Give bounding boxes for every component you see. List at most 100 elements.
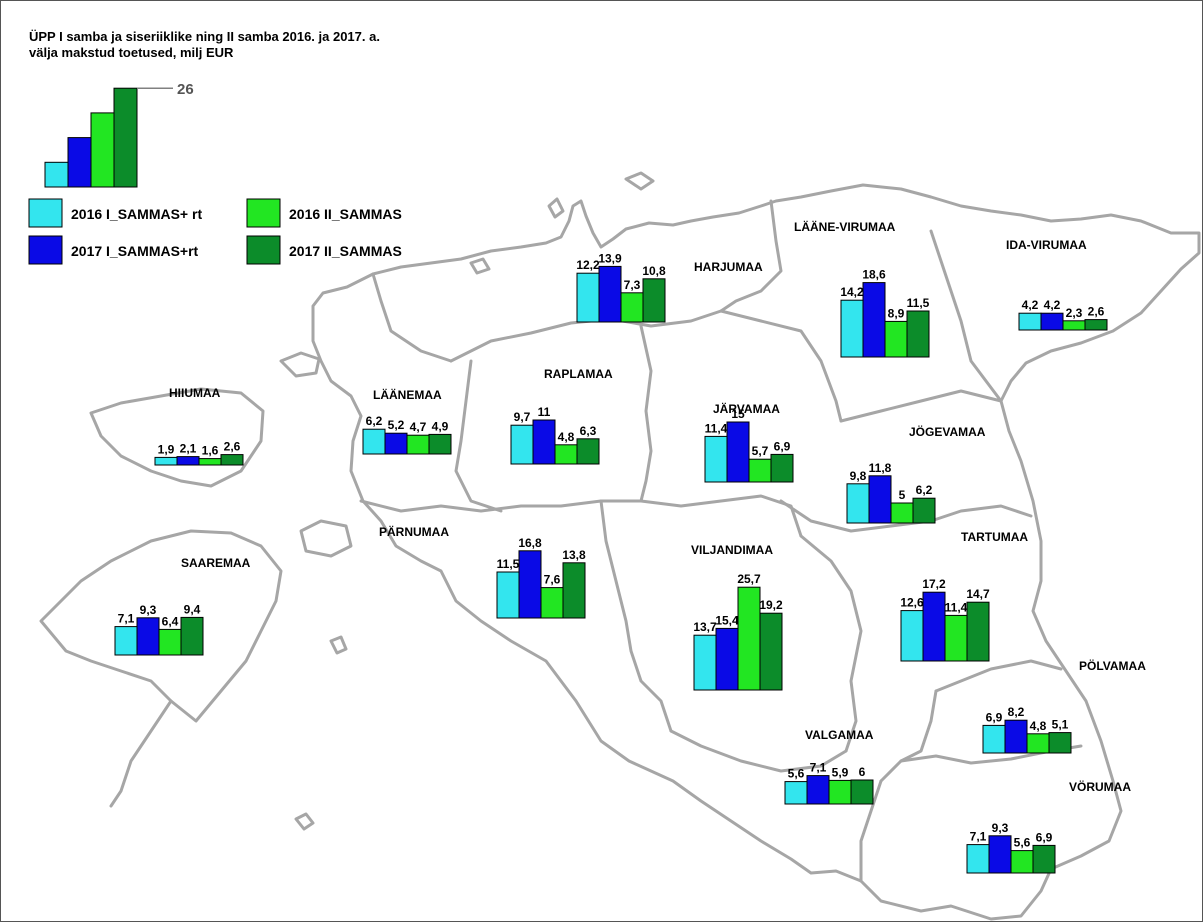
- bar: [562, 562, 586, 619]
- bar: [944, 614, 968, 662]
- bar: [868, 475, 892, 524]
- data-label: 9,8: [850, 469, 867, 483]
- border-parnu-rapla: [359, 499, 643, 513]
- bar: [576, 272, 600, 323]
- bar: [576, 438, 600, 465]
- island-prangli: [624, 171, 655, 191]
- bar: [384, 432, 408, 455]
- hiiumaa-outline: [89, 387, 265, 488]
- legend-swatch: [28, 235, 63, 265]
- scale-bar: [44, 161, 69, 188]
- data-label: 7,1: [810, 761, 827, 775]
- data-label: 11,5: [497, 557, 520, 571]
- data-label: 4,8: [1030, 719, 1047, 733]
- saaremaa-outline: [39, 529, 283, 723]
- data-label: 9,7: [514, 410, 531, 424]
- data-label: 8,9: [888, 306, 905, 320]
- bar: [198, 458, 222, 466]
- bar: [220, 454, 244, 466]
- bar: [806, 775, 830, 805]
- data-label: 13,9: [598, 251, 622, 265]
- border-valga-viljandi: [669, 729, 848, 773]
- data-label: 11: [538, 405, 551, 419]
- data-label: 10,8: [642, 264, 666, 278]
- figure-title: ÜPP I samba ja siseriiklike ning II samb…: [29, 29, 380, 61]
- bar: [1004, 719, 1028, 754]
- bar: [704, 435, 728, 483]
- data-label: 4,9: [432, 419, 449, 433]
- data-label: 4,7: [410, 420, 427, 434]
- data-label: 8,2: [1008, 705, 1025, 719]
- data-label: 2,6: [224, 440, 241, 454]
- data-label: 11,8: [869, 461, 892, 475]
- border-rapla-laane: [454, 359, 503, 513]
- data-label: 16,8: [518, 536, 542, 550]
- data-label: 19,2: [759, 598, 783, 612]
- border-harju-laanevir: [719, 199, 783, 313]
- title-line-1: ÜPP I samba ja siseriiklike ning II samb…: [29, 29, 380, 44]
- bar: [840, 299, 864, 358]
- bar: [1018, 312, 1042, 331]
- data-label: 11,5: [907, 296, 930, 310]
- border-tartu-polva: [934, 659, 1063, 693]
- island-naissaar: [547, 197, 565, 219]
- data-label: 5,1: [1052, 718, 1069, 732]
- data-label: 13,7: [693, 620, 717, 634]
- data-label: 2,6: [1088, 305, 1105, 319]
- border-valga-voru: [859, 779, 883, 883]
- data-label: 1,9: [158, 442, 175, 456]
- legend-label: 2016 I_SAMMAS+ rt: [71, 206, 202, 222]
- bar: [510, 424, 534, 465]
- legend-swatch: [246, 235, 281, 265]
- data-label: 15: [731, 407, 745, 421]
- county-label: JÖGEVAMAA: [909, 424, 986, 439]
- bar: [982, 724, 1006, 754]
- data-label: 5,9: [832, 765, 849, 779]
- data-label: 9,3: [140, 603, 157, 617]
- data-label: 6,4: [162, 614, 179, 628]
- bar: [406, 434, 430, 455]
- bar: [1062, 320, 1086, 331]
- bar: [862, 282, 886, 358]
- bar: [784, 781, 808, 805]
- bar: [906, 310, 930, 358]
- bar: [136, 617, 160, 656]
- title-line-2: välja makstud toetused, milj EUR: [29, 45, 234, 60]
- data-label: 17,2: [922, 577, 946, 591]
- border-rapla-jarva: [639, 324, 653, 503]
- county-label: VÖRUMAA: [1069, 779, 1131, 794]
- data-label: 12,6: [900, 596, 924, 610]
- bar: [846, 483, 870, 524]
- bar: [922, 591, 946, 662]
- county-label: LÄÄNEMAA: [373, 387, 442, 402]
- bar: [154, 456, 178, 466]
- saaremaa-peninsula: [109, 699, 173, 808]
- data-label: 4,2: [1022, 298, 1039, 312]
- bar: [693, 634, 717, 691]
- data-label: 5,6: [1014, 836, 1031, 850]
- bar: [114, 626, 138, 656]
- data-label: 6,9: [986, 710, 1003, 724]
- data-label: 7,6: [544, 573, 561, 587]
- data-label: 7,1: [118, 612, 135, 626]
- bar: [518, 550, 542, 619]
- bar: [726, 421, 750, 483]
- data-label: 6,9: [1036, 830, 1053, 844]
- data-label: 6,3: [580, 424, 597, 438]
- mainland-outline: [311, 183, 1201, 921]
- data-label: 1,6: [202, 444, 219, 458]
- bar: [759, 612, 783, 691]
- data-label: 6: [859, 765, 866, 779]
- data-label: 14,2: [840, 285, 864, 299]
- data-label: 11,4: [945, 600, 968, 614]
- bar: [496, 571, 520, 619]
- data-label: 18,6: [862, 268, 886, 282]
- data-label: 13,8: [562, 548, 586, 562]
